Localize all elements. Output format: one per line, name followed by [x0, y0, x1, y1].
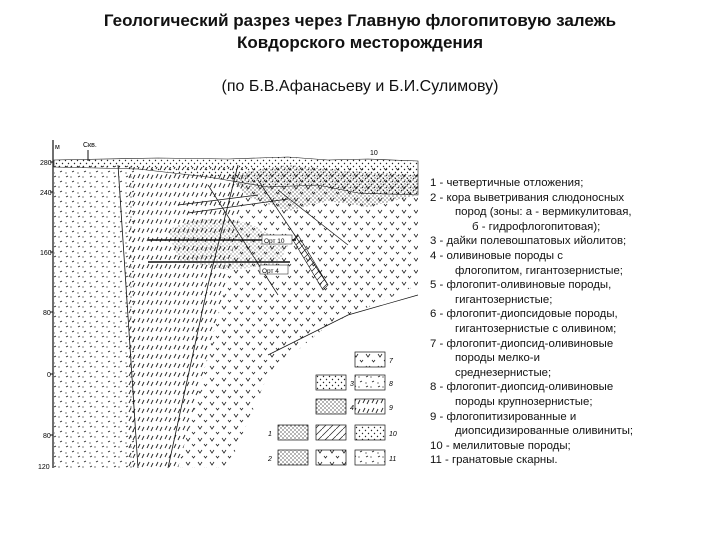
legend-item-7: 7 - флогопит-диопсид-оливиновые	[430, 337, 715, 352]
svg-text:3: 3	[350, 381, 354, 388]
tick-160: 160	[40, 250, 52, 257]
tick-120: 120	[38, 464, 50, 471]
tunnel-label-4: Орт 4	[262, 268, 279, 275]
legend-item-9-line-2: диопсидизированные оливиниты;	[430, 424, 715, 439]
svg-text:1: 1	[268, 431, 272, 438]
legend-item-11: 11 - гранатовые скарны.	[430, 453, 715, 468]
legend-item-1: 1 - четвертичные отложения;	[430, 176, 715, 191]
legend-item-6: 6 - флогопит-диопсидовые породы,	[430, 307, 715, 322]
svg-text:9: 9	[389, 405, 393, 412]
legend: 1 - четвертичные отложения; 2 - кора выв…	[430, 176, 715, 468]
legend-item-7-line-3: среднезернистые;	[430, 366, 715, 381]
legend-item-2-line-3: б - гидрофлогопитовая);	[430, 220, 715, 235]
legend-item-4-line-2: флогопитом, гигантозернистые;	[430, 264, 715, 279]
legend-item-5-line-2: гигантозернистые;	[430, 293, 715, 308]
svg-text:10: 10	[389, 431, 397, 438]
tick-80: 80	[43, 310, 51, 317]
legend-item-3: 3 - дайки полевошпатовых ийолитов;	[430, 234, 715, 249]
legend-item-2-line-2: пород (зоны: а - вермикулитовая,	[430, 205, 715, 220]
tunnel-label-10: Орт 10	[264, 238, 285, 245]
legend-item-9: 9 - флогопитизированные и	[430, 410, 715, 425]
legend-item-7-line-2: породы мелко-и	[430, 351, 715, 366]
legend-item-6-line-2: гигантозернистые с оливином;	[430, 322, 715, 337]
svg-text:2: 2	[267, 456, 272, 463]
svg-text:11: 11	[389, 456, 396, 463]
legend-item-10: 10 - мелилитовые породы;	[430, 439, 715, 454]
legend-item-4: 4 - оливиновые породы с	[430, 249, 715, 264]
svg-text:4: 4	[350, 405, 354, 412]
tick-280: 280	[40, 160, 52, 167]
tick-0: 0	[47, 372, 51, 379]
legend-item-8-line-2: породы крупнозернистые;	[430, 395, 715, 410]
svg-text:8: 8	[389, 381, 393, 388]
svg-text:7: 7	[389, 358, 394, 365]
surface-label: 10	[370, 150, 378, 157]
legend-item-5: 5 - флогопит-оливиновые породы,	[430, 278, 715, 293]
geological-section: м 280 240 160 80 0 80 120 Скв. 10 Орт 10…	[28, 135, 423, 485]
well-label: Скв.	[83, 142, 97, 149]
section-legend-boxes: 7 3 8 4 9 1 10 2 11	[267, 352, 397, 465]
tick-240: 240	[40, 190, 52, 197]
tick-80-below: 80	[43, 433, 51, 440]
subtitle: (по Б.В.Афанасьеву и Б.И.Сулимову)	[0, 78, 720, 96]
title-line-2: Ковдорского месторождения	[0, 32, 720, 53]
legend-item-2: 2 - кора выветривания слюдоносных	[430, 191, 715, 206]
title-line-1: Геологический разрез через Главную флого…	[0, 10, 720, 31]
legend-item-8: 8 - флогопит-диопсид-оливиновые	[430, 380, 715, 395]
axis-unit: м	[55, 144, 60, 151]
